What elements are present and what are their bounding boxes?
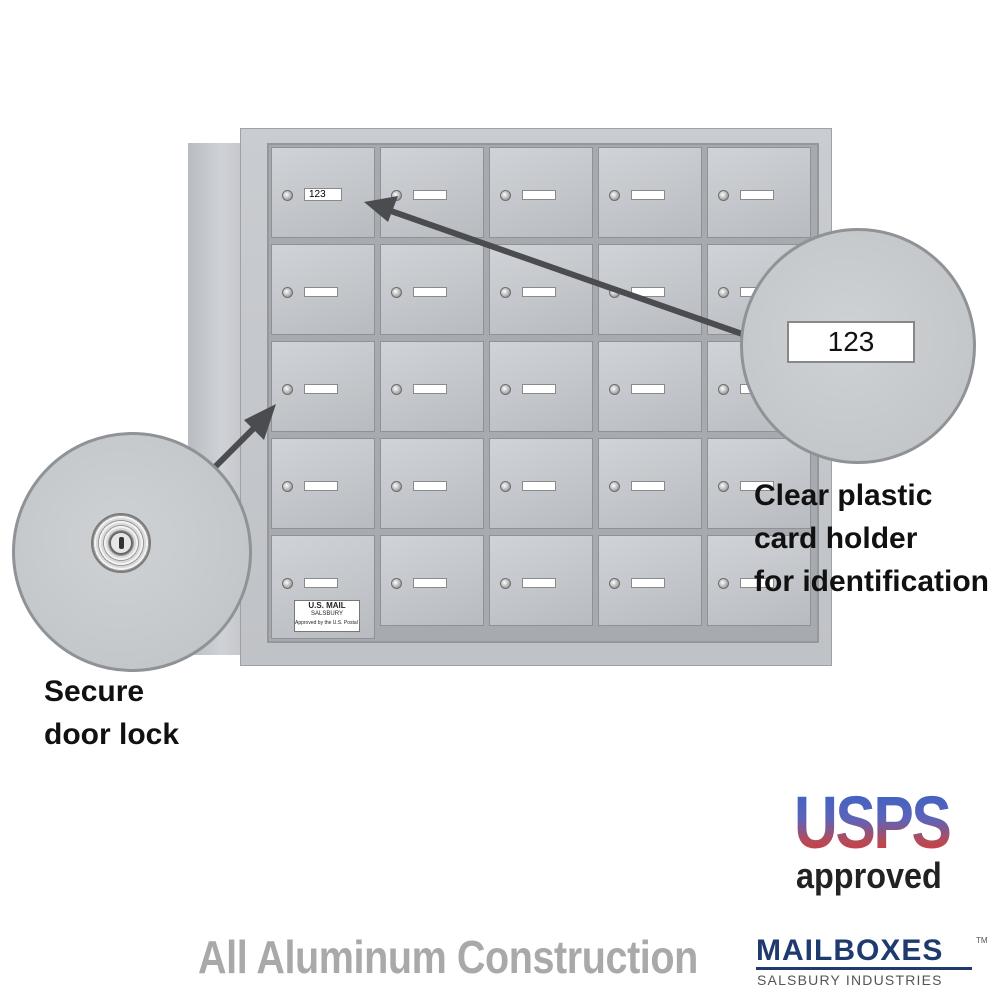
lock-icon xyxy=(609,384,620,395)
lock-icon xyxy=(282,384,293,395)
brand-logo: MAILBOXES xyxy=(756,934,944,967)
id-card-holder xyxy=(304,384,338,394)
lock-icon xyxy=(391,190,402,201)
lock-icon xyxy=(391,578,402,589)
us-mail-title: U.S. MAIL xyxy=(308,601,346,610)
lock-icon xyxy=(718,578,729,589)
id-card-holder xyxy=(522,287,556,297)
lock-icon xyxy=(718,384,729,395)
lock-icon xyxy=(609,481,620,492)
caption-line: card holder xyxy=(754,522,918,555)
lock-icon xyxy=(500,190,511,201)
lock-icon xyxy=(282,287,293,298)
lock-icon xyxy=(500,384,511,395)
mailbox-door xyxy=(489,244,593,335)
mailbox-door xyxy=(707,535,811,626)
id-card-holder xyxy=(740,190,774,200)
lock-icon xyxy=(391,287,402,298)
lock-icon xyxy=(609,190,620,201)
id-card-holder xyxy=(631,384,665,394)
id-card-holder xyxy=(631,287,665,297)
caption-line: door lock xyxy=(44,718,180,751)
id-card-holder xyxy=(740,578,774,588)
caption-line: Clear plastic xyxy=(754,479,933,512)
us-mail-label: U.S. MAIL SALSBURY Approved by the U.S. … xyxy=(294,600,360,632)
usps-logo: USPS xyxy=(794,781,952,864)
brand-logo-rule xyxy=(756,967,972,970)
brand-subtitle: SALSBURY INDUSTRIES xyxy=(757,972,943,988)
mailbox-door xyxy=(489,341,593,432)
id-card-holder xyxy=(522,481,556,491)
lock-icon xyxy=(500,578,511,589)
mailbox-door xyxy=(707,438,811,529)
id-card-holder xyxy=(304,481,338,491)
id-card-holder xyxy=(304,578,338,588)
lock-icon xyxy=(718,287,729,298)
zoom-id-card: 123 xyxy=(787,321,915,363)
mailbox-door xyxy=(380,244,484,335)
brand-trademark: TM xyxy=(976,936,988,945)
id-card-holder xyxy=(413,481,447,491)
construction-tagline: All Aluminum Construction xyxy=(198,931,698,983)
id-card-holder xyxy=(522,578,556,588)
id-card-holder xyxy=(413,287,447,297)
usps-approved-text: approved xyxy=(796,855,942,896)
mailbox-door xyxy=(598,341,702,432)
id-card-holder xyxy=(304,287,338,297)
mailbox-door: 123 xyxy=(271,147,375,238)
id-card-holder xyxy=(413,190,447,200)
lock-icon xyxy=(282,190,293,201)
lock-icon xyxy=(282,578,293,589)
mailbox-door xyxy=(489,147,593,238)
door-lock-zoom xyxy=(12,432,252,672)
lock-icon xyxy=(391,481,402,492)
lock-icon xyxy=(718,481,729,492)
id-card-holder xyxy=(631,481,665,491)
lock-icon xyxy=(718,190,729,201)
mailbox-door xyxy=(271,341,375,432)
us-mail-approval: Approved by the U.S. Postal Service xyxy=(295,620,359,626)
mailbox-door xyxy=(598,535,702,626)
lock-icon xyxy=(500,287,511,298)
mailbox-door xyxy=(380,438,484,529)
mailbox-door xyxy=(271,244,375,335)
door-lock-caption: Secure door lock xyxy=(44,670,179,756)
mailbox-door xyxy=(598,438,702,529)
mailbox-door xyxy=(271,438,375,529)
id-card-holder xyxy=(413,384,447,394)
mailbox-door xyxy=(380,341,484,432)
key-slot xyxy=(119,537,124,549)
card-holder-caption: Clear plastic card holder for identifica… xyxy=(754,474,989,603)
caption-line: for identification xyxy=(754,565,989,598)
mailbox-door xyxy=(598,147,702,238)
lock-icon xyxy=(91,513,151,573)
caption-line: Secure xyxy=(44,675,145,708)
id-card-holder xyxy=(413,578,447,588)
lock-cylinder xyxy=(109,531,133,555)
id-card-holder xyxy=(631,578,665,588)
mailbox-door xyxy=(489,535,593,626)
mailbox-door: U.S. MAIL SALSBURY Approved by the U.S. … xyxy=(271,535,375,639)
us-mail-brand: SALSBURY xyxy=(311,611,343,617)
lock-icon xyxy=(609,578,620,589)
lock-icon xyxy=(282,481,293,492)
id-card-holder: 123 xyxy=(304,188,342,201)
id-card-holder xyxy=(522,190,556,200)
id-card-holder xyxy=(740,481,774,491)
mailbox-door xyxy=(707,147,811,238)
lock-icon xyxy=(500,481,511,492)
mailbox-door xyxy=(380,535,484,626)
mailbox-door xyxy=(489,438,593,529)
id-card-holder xyxy=(631,190,665,200)
lock-icon xyxy=(391,384,402,395)
id-card-holder xyxy=(522,384,556,394)
card-holder-zoom: 123 xyxy=(740,228,976,464)
